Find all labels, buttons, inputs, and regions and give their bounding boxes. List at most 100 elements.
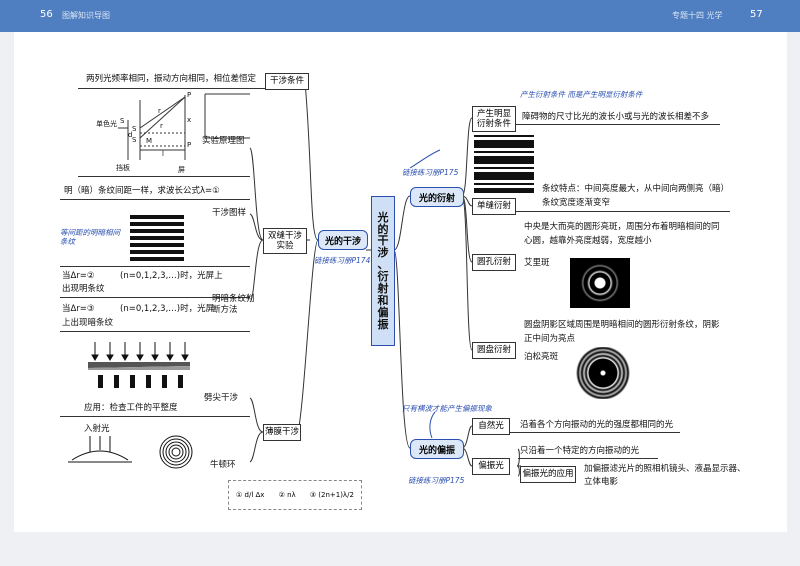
- answer-3: ③ (2n+1)λ/2: [309, 491, 354, 499]
- application-text-1: 加偏振滤光片的照相机镜头、液晶显示器、: [584, 464, 746, 474]
- interference-fringes-image: [130, 215, 184, 261]
- diffraction-link: 链接练习册P175: [402, 168, 459, 177]
- pattern-label: 干涉图样: [212, 208, 247, 218]
- bright-cond-3: 出现明条纹: [62, 284, 105, 294]
- dark-cond-3: 上出现暗条纹: [62, 318, 114, 328]
- diag-x: x: [187, 116, 191, 124]
- central-char: 的: [377, 222, 389, 236]
- diag-screen: 屏: [178, 166, 185, 174]
- diag-l: l: [162, 150, 164, 158]
- bright-cond-1: 当Δr=②: [62, 271, 95, 281]
- underline: [60, 266, 250, 267]
- single-slit-node: 单缝衍射: [472, 198, 516, 215]
- diag-d: d: [128, 131, 132, 139]
- polarization-link: 链接练习册P175: [408, 476, 465, 485]
- newton-label: 牛顿环: [210, 460, 236, 470]
- natural-light-text: 沿着各个方向振动的光的强度都相同的光: [520, 420, 674, 430]
- poisson-label: 泊松亮斑: [524, 352, 559, 362]
- diag-single-light: 单色光: [96, 119, 117, 128]
- diag-s1: S: [132, 125, 137, 133]
- diag-r1: r: [158, 107, 161, 115]
- underline: [516, 211, 730, 212]
- single-slit-pattern-image: [474, 135, 534, 193]
- hole-text-2: 心圆，越靠外亮度越弱，宽度越小: [524, 236, 652, 246]
- central-char: 衍: [377, 270, 389, 283]
- central-char: 射: [377, 281, 389, 295]
- diag-r2: r: [160, 122, 163, 130]
- condition-label: 干涉条件: [265, 73, 309, 90]
- application-text: 应用：检查工件的平整度: [84, 403, 178, 413]
- diag-p0: P: [187, 141, 191, 149]
- header-bar: 56 图解知识导图 专题十四 光学 57: [0, 0, 800, 32]
- underline: [516, 124, 720, 125]
- bright-cond-2: (n=0,1,2,3,…)时，光屏上: [120, 271, 223, 281]
- polarized-light-node: 偏振光: [472, 458, 510, 475]
- answer-box: ① d/l Δx ② nλ ③ (2n+1)λ/2: [228, 480, 362, 510]
- double-slit-node: 双缝干涉实验: [263, 228, 307, 254]
- underline: [78, 88, 265, 89]
- dark-cond-2: (n=0,1,2,3,…)时，光屏: [120, 304, 215, 314]
- diffraction-note: 产生衍射条件 而是产生明显衍射条件: [520, 90, 643, 99]
- application-text-2: 立体电影: [584, 477, 619, 487]
- right-running-title: 专题十四 光学: [672, 11, 723, 20]
- airy-label: 艾里斑: [524, 258, 550, 268]
- hole-text-1: 中央是大而亮的圆形亮斑，周围分布着明暗相间的同: [524, 222, 720, 232]
- polarized-light-text: 只沿着一个特定的方向振动的光: [520, 446, 640, 456]
- central-topic: 光 的 干 涉 、 衍 射 和 偏 振: [371, 196, 395, 346]
- disk-text-1: 圆盘阴影区域周围是明暗相间的圆形衍射条纹，阴影: [524, 320, 720, 330]
- obvious-condition-text: 障碍物的尺寸比光的波长小或与光的波长相差不多: [522, 112, 710, 122]
- left-page-number: 56: [40, 9, 53, 20]
- circular-hole-node: 圆孔衍射: [472, 254, 516, 271]
- left-running-title: 图解知识导图: [62, 11, 110, 20]
- branch-interference: 光的干涉: [318, 230, 368, 250]
- answer-2: ② nλ: [278, 491, 296, 499]
- underline: [60, 331, 250, 332]
- central-char: 干: [377, 234, 389, 248]
- single-feature-1: 条纹特点：中间亮度最大，从中间向两侧亮（暗）: [542, 184, 730, 194]
- underline: [78, 176, 250, 177]
- judge-label: 明暗条纹判断方法: [212, 294, 255, 315]
- poisson-spot-image: [570, 347, 636, 399]
- diag-m: M: [146, 137, 152, 145]
- diag-s2: S: [132, 136, 137, 144]
- pattern-note: 等间距的明暗相间条纹: [60, 228, 120, 247]
- answer-1: ① d/l Δx: [236, 491, 265, 499]
- underline: [60, 199, 250, 200]
- central-char: 偏: [377, 305, 389, 319]
- wedge-label: 劈尖干涉: [204, 393, 239, 403]
- disk-text-2: 正中间为亮点: [524, 334, 576, 344]
- diag-s: S: [120, 117, 125, 125]
- thin-film-node: 薄膜干涉: [263, 424, 301, 441]
- branch-polarization: 光的偏振: [410, 439, 464, 459]
- polarization-note: 只有横波才能产生偏振现象: [402, 404, 492, 413]
- central-char: 振: [377, 317, 389, 331]
- underline: [510, 432, 680, 433]
- diag-p: P: [187, 91, 191, 99]
- diag-baffle: 挡板: [116, 163, 130, 172]
- dark-cond-1: 当Δr=③: [62, 304, 95, 314]
- left-page: [14, 32, 399, 532]
- underline: [60, 416, 250, 417]
- central-char: 光: [377, 210, 389, 224]
- disk-node: 圆盘衍射: [472, 342, 516, 359]
- underline: [518, 458, 658, 459]
- principle-label: 实验原理图: [202, 136, 245, 146]
- polarization-application-node: 偏振光的应用: [520, 466, 576, 483]
- interference-link: 链接练习册P174: [314, 256, 371, 265]
- obvious-condition-node: 产生明显衍射条件: [472, 106, 516, 132]
- condition-text: 两列光频率相同，振动方向相同，相位差恒定: [86, 74, 257, 84]
- incident-label: 入射光: [84, 424, 110, 434]
- central-char: 涉: [377, 246, 389, 260]
- underline: [60, 297, 250, 298]
- natural-light-node: 自然光: [472, 418, 510, 435]
- single-feature-2: 条纹宽度逐渐变窄: [542, 198, 611, 208]
- branch-diffraction: 光的衍射: [410, 187, 464, 207]
- spacing-text: 明（暗）条纹间距一样，求波长公式λ=①: [64, 186, 220, 196]
- central-char: 和: [377, 293, 389, 307]
- central-char: 、: [377, 258, 389, 272]
- right-page-number: 57: [750, 9, 763, 20]
- airy-disk-image: [570, 258, 630, 308]
